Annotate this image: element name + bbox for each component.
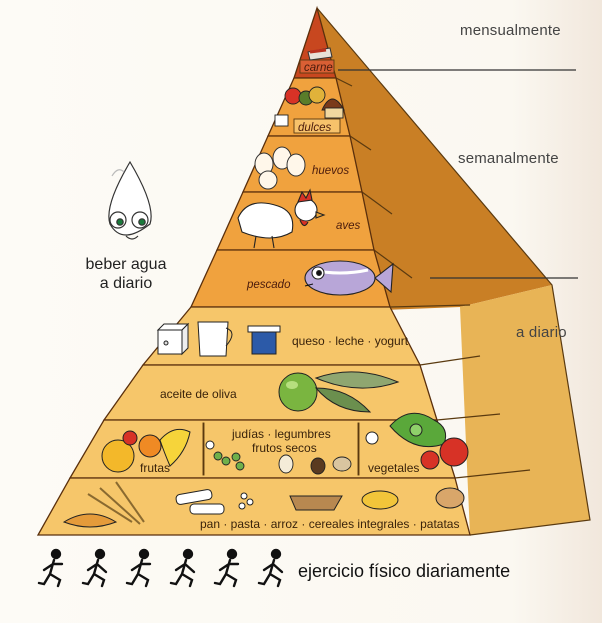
label-pescado: pescado bbox=[246, 279, 291, 291]
water-line-2: a diario bbox=[66, 274, 186, 293]
dairy-icon bbox=[158, 322, 280, 356]
freq-weekly: semanalmente bbox=[458, 150, 559, 167]
water-drop-icon bbox=[109, 162, 151, 239]
runner-icon bbox=[171, 550, 194, 586]
water-text: beber agua a diario bbox=[66, 255, 186, 293]
label-vegetales: vegetales bbox=[368, 461, 419, 475]
runner-figures bbox=[39, 550, 282, 586]
exercise-label: ejercicio físico diariamente bbox=[298, 561, 510, 582]
legumes-divider-left bbox=[203, 423, 204, 475]
runner-icon bbox=[127, 550, 150, 586]
runner-icon bbox=[259, 550, 282, 586]
label-dulces: dulces bbox=[298, 122, 331, 134]
legumes-divider-right bbox=[358, 423, 359, 475]
water-line-1: beber agua bbox=[66, 255, 186, 274]
runner-icon bbox=[215, 550, 238, 586]
freq-monthly: mensualmente bbox=[460, 22, 561, 39]
tier-oil bbox=[104, 365, 437, 420]
runner-icon bbox=[39, 550, 62, 586]
label-legumes-1: judías · legumbres bbox=[231, 427, 331, 441]
label-grains: pan · pasta · arroz · cereales integrale… bbox=[200, 517, 459, 531]
label-frutas: frutas bbox=[140, 461, 170, 475]
pyramid-side-lower bbox=[460, 285, 590, 535]
label-huevos: huevos bbox=[312, 165, 349, 177]
runner-icon bbox=[83, 550, 106, 586]
freq-daily: a diario bbox=[516, 324, 567, 341]
label-aves: aves bbox=[336, 220, 361, 232]
label-dairy: queso · leche · yogurt bbox=[292, 334, 409, 348]
label-legumes-2: frutos secos bbox=[252, 441, 317, 455]
label-carne: carne bbox=[304, 62, 333, 74]
label-oil: aceite de oliva bbox=[160, 387, 237, 401]
